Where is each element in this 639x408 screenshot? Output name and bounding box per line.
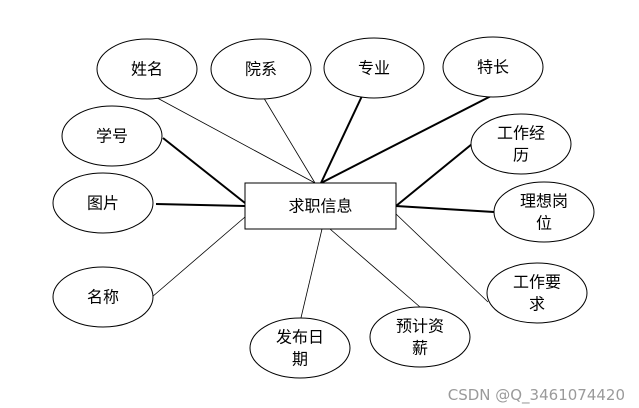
attribute-department: 院系 <box>210 38 312 100</box>
edge-expected-salary <box>329 228 421 308</box>
attribute-expected-salary-label-1: 预计资 <box>396 317 444 336</box>
edge-work-experience <box>395 143 473 207</box>
edge-title <box>151 216 246 298</box>
attribute-title: 名称 <box>52 266 154 328</box>
edge-department <box>261 94 316 184</box>
attribute-publish-date-label-1: 发布日 <box>276 328 324 347</box>
edge-student-id <box>162 137 246 204</box>
connectors <box>147 92 495 323</box>
attribute-name: 姓名 <box>96 38 198 100</box>
attribute-expected-salary: 预计资 薪 <box>369 306 471 368</box>
attribute-major-label: 专业 <box>358 59 390 78</box>
attribute-specialty: 特长 <box>442 36 544 98</box>
attribute-picture-label: 图片 <box>87 194 119 213</box>
attribute-publish-date-label-2: 期 <box>292 350 308 369</box>
attribute-expected-salary-label-2: 薪 <box>412 339 428 358</box>
attribute-ideal-position: 理想岗 位 <box>493 181 595 243</box>
attribute-job-requirements: 工作要 求 <box>486 262 588 324</box>
edge-publish-date <box>299 228 323 323</box>
edge-major <box>320 95 363 184</box>
attribute-job-requirements-label-2: 求 <box>529 295 545 314</box>
entity-job-info: 求职信息 <box>244 182 397 230</box>
attribute-picture: 图片 <box>52 172 154 234</box>
attribute-work-experience-label-1: 工作经 <box>497 124 545 143</box>
attribute-publish-date: 发布日 期 <box>249 317 351 379</box>
edge-specialty <box>320 94 494 184</box>
entity-box <box>244 182 397 230</box>
attribute-major: 专业 <box>323 37 425 99</box>
attribute-title-label: 名称 <box>87 288 119 307</box>
attribute-work-experience-label-2: 历 <box>513 146 529 165</box>
watermark: CSDN @Q_3461074420 <box>447 386 625 404</box>
attribute-department-label: 院系 <box>245 60 277 79</box>
attribute-work-experience: 工作经 历 <box>470 113 572 175</box>
edge-job-requirements <box>395 213 489 303</box>
edge-picture <box>155 203 246 207</box>
edge-name <box>147 92 316 184</box>
attribute-student-id: 学号 <box>61 105 163 167</box>
attribute-ideal-position-label-2: 位 <box>536 214 552 233</box>
entity-label: 求职信息 <box>288 197 352 216</box>
attribute-specialty-label: 特长 <box>477 58 509 77</box>
attribute-job-requirements-label-1: 工作要 <box>513 273 561 292</box>
attribute-student-id-label: 学号 <box>96 127 128 146</box>
edge-ideal-position <box>395 205 495 213</box>
attribute-ideal-position-label-1: 理想岗 <box>520 192 568 211</box>
attribute-name-label: 姓名 <box>131 60 163 79</box>
